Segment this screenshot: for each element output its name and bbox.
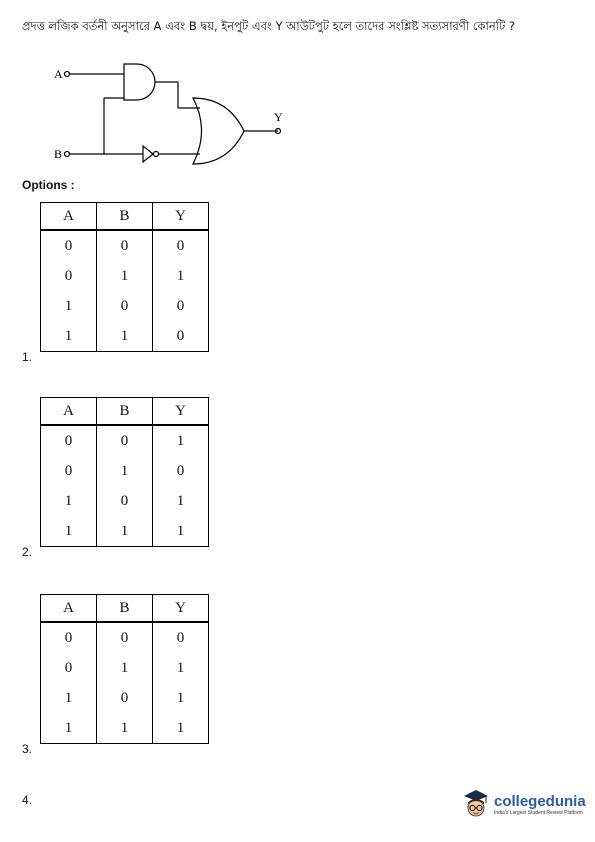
header-y: Y xyxy=(152,202,209,231)
collegedunia-logo[interactable]: collegedunia India's Largest Student Rev… xyxy=(462,788,586,822)
cell: 1 xyxy=(96,321,153,352)
cell: 0 xyxy=(40,261,97,291)
cell: 1 xyxy=(96,516,153,547)
cell: 1 xyxy=(40,683,97,713)
cell: 0 xyxy=(96,622,153,653)
cell: 0 xyxy=(152,291,209,321)
header-b: B xyxy=(96,202,153,231)
cell: 1 xyxy=(96,653,153,683)
cell: 1 xyxy=(152,486,209,516)
header-a: A xyxy=(40,594,97,623)
cell: 1 xyxy=(40,321,97,352)
header-a: A xyxy=(40,202,97,231)
cell: 0 xyxy=(40,653,97,683)
cell: 1 xyxy=(40,291,97,321)
cell: 1 xyxy=(152,683,209,713)
cell: 1 xyxy=(96,713,153,744)
not-gate xyxy=(142,144,154,164)
cell: 1 xyxy=(40,486,97,516)
option-number-3[interactable]: 3. xyxy=(22,742,33,756)
label-y: Y xyxy=(274,110,283,124)
cell: 0 xyxy=(96,291,153,321)
logo-brand: collegedunia xyxy=(494,793,586,810)
cell: 1 xyxy=(152,516,209,547)
cell: 0 xyxy=(40,425,97,456)
header-b: B xyxy=(96,397,153,426)
cell: 1 xyxy=(96,456,153,486)
option-number-2[interactable]: 2. xyxy=(22,545,33,559)
cell: 0 xyxy=(40,622,97,653)
cell: 1 xyxy=(40,713,97,744)
label-a: A xyxy=(54,67,63,81)
cell: 1 xyxy=(152,425,209,456)
not-bubble xyxy=(152,150,160,158)
header-y: Y xyxy=(152,397,209,426)
cell: 0 xyxy=(96,230,153,261)
cell: 0 xyxy=(152,622,209,653)
logic-circuit-diagram: A B Y xyxy=(54,63,283,165)
options-label: Options : xyxy=(22,178,75,192)
cell: 1 xyxy=(152,653,209,683)
cell: 0 xyxy=(40,230,97,261)
cell: 0 xyxy=(152,230,209,261)
output-y-terminal xyxy=(274,127,282,135)
cell: 0 xyxy=(96,486,153,516)
header-y: Y xyxy=(152,594,209,623)
header-a: A xyxy=(40,397,97,426)
option-number-1[interactable]: 1. xyxy=(22,350,33,364)
option-number-4[interactable]: 4. xyxy=(22,793,33,807)
and-gate xyxy=(123,63,156,101)
logo-tagline: India's Largest Student Review Platform xyxy=(494,810,583,816)
cell: 0 xyxy=(152,456,209,486)
cell: 1 xyxy=(40,516,97,547)
graduate-mascot-icon xyxy=(464,790,488,817)
input-a-terminal xyxy=(63,70,71,78)
cell: 0 xyxy=(96,683,153,713)
question-text: প্রদত্ত লজিক বর্তনী অনুসারে A এবং B দ্বয… xyxy=(22,19,515,33)
label-b: B xyxy=(54,147,62,161)
cell: 0 xyxy=(40,456,97,486)
cell: 0 xyxy=(96,425,153,456)
cell: 1 xyxy=(152,261,209,291)
cell: 1 xyxy=(96,261,153,291)
input-b-terminal xyxy=(63,150,71,158)
or-gate xyxy=(192,97,245,165)
cell: 0 xyxy=(152,321,209,352)
header-b: B xyxy=(96,594,153,623)
cell: 1 xyxy=(152,713,209,744)
